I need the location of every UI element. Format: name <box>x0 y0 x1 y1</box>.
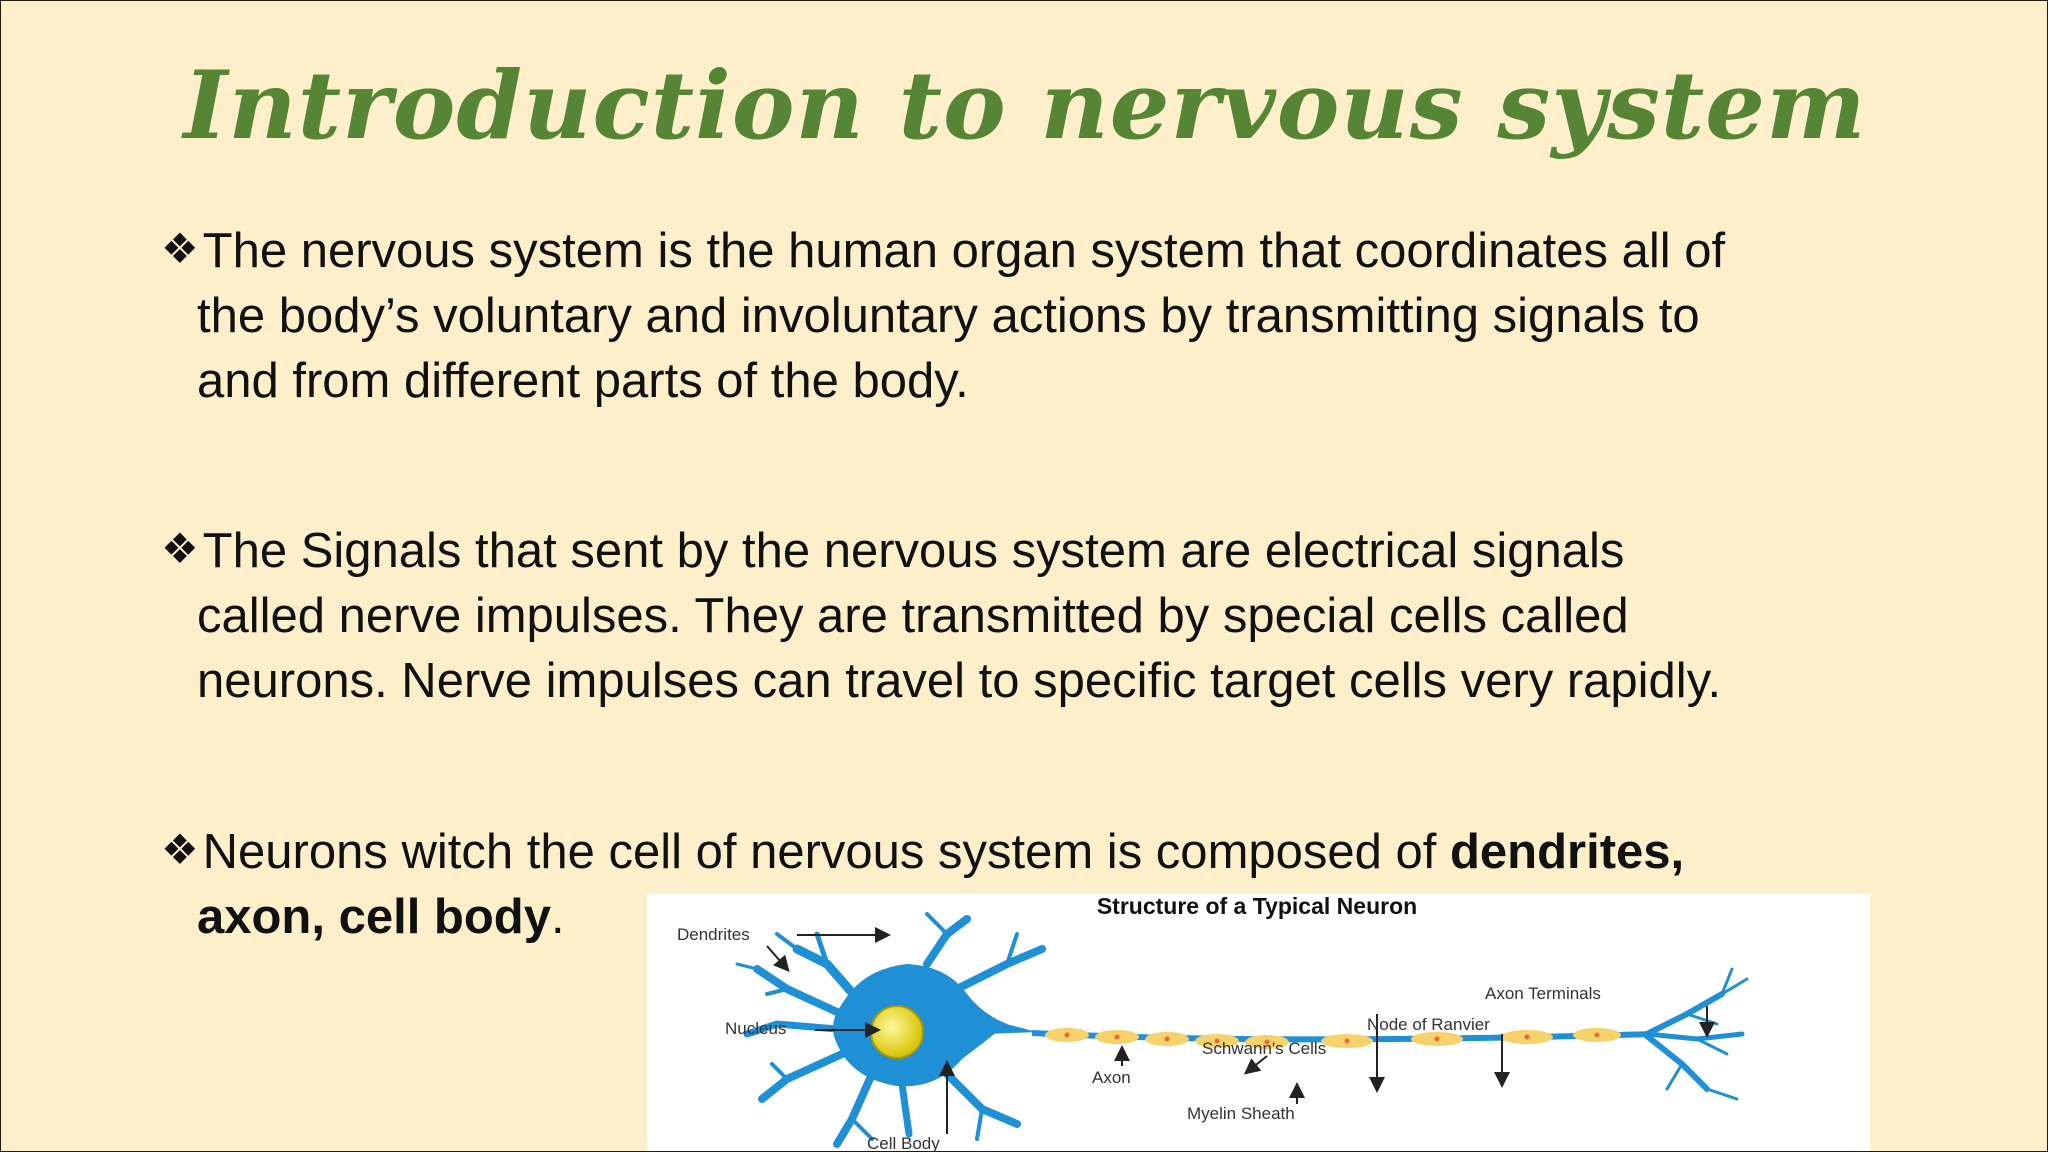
bullet-line: the body’s voluntary and involuntary act… <box>197 289 1700 343</box>
bullet-text: The Signals that sent by the nervous sys… <box>202 524 1625 578</box>
diamond-bullet-icon: ❖ <box>161 225 199 272</box>
label-dendrites: Dendrites <box>677 925 750 944</box>
diagram-title: Structure of a Typical Neuron <box>1097 894 1417 919</box>
label-myelin-sheath: Myelin Sheath <box>1187 1104 1295 1123</box>
bullet-line: neurons. Nerve impulses can travel to sp… <box>197 654 1722 708</box>
neuron-diagram: Structure of a Typical Neuron <box>647 894 1870 1152</box>
bullet-line: ❖The Signals that sent by the nervous sy… <box>161 516 1921 584</box>
bullet-bold-text: dendrites, <box>1449 825 1685 879</box>
label-nucleus: Nucleus <box>725 1019 786 1038</box>
bullet-bold-text: axon, cell body <box>197 890 551 944</box>
bullet-text: The nervous system is the human organ sy… <box>202 224 1726 278</box>
label-axon: Axon <box>1092 1068 1131 1087</box>
bullet-item: ❖Neurons witch the cell of nervous syste… <box>161 817 1921 950</box>
axon-terminals-shape <box>1644 967 1749 1101</box>
diamond-bullet-icon: ❖ <box>161 525 199 572</box>
label-schwann-cells: Schwann's Cells <box>1202 1039 1326 1058</box>
diamond-bullet-icon: ❖ <box>161 826 199 873</box>
axon-hillock-shape <box>987 1019 1037 1034</box>
bullet-line: axon, cell body. <box>161 885 1921 950</box>
dendrites-shape <box>735 912 1046 1148</box>
bullet-text: . <box>550 890 565 944</box>
bullet-line: and from different parts of the body. <box>197 354 969 408</box>
nucleus-shape <box>870 1005 924 1059</box>
slide-title: Introduction to nervous system <box>183 51 1867 161</box>
bullet-item: ❖The nervous system is the human organ s… <box>161 216 1921 414</box>
bullet-line: ❖The nervous system is the human organ s… <box>161 216 1921 284</box>
bullet-line: called nerve impulses. They are transmit… <box>197 589 1629 643</box>
myelin-sheath-segments <box>1045 1028 1621 1049</box>
label-axon-terminals: Axon Terminals <box>1485 984 1601 1003</box>
bullet-text: Neurons witch the cell of nervous system… <box>202 825 1450 879</box>
neuron-diagram-svg: Structure of a Typical Neuron <box>677 894 1749 1152</box>
label-node-of-ranvier: Node of Ranvier <box>1367 1015 1490 1034</box>
bullet-line: ❖Neurons witch the cell of nervous syste… <box>161 817 1921 885</box>
bullet-item: ❖The Signals that sent by the nervous sy… <box>161 516 1921 714</box>
label-cell-body: Cell Body <box>867 1134 940 1152</box>
